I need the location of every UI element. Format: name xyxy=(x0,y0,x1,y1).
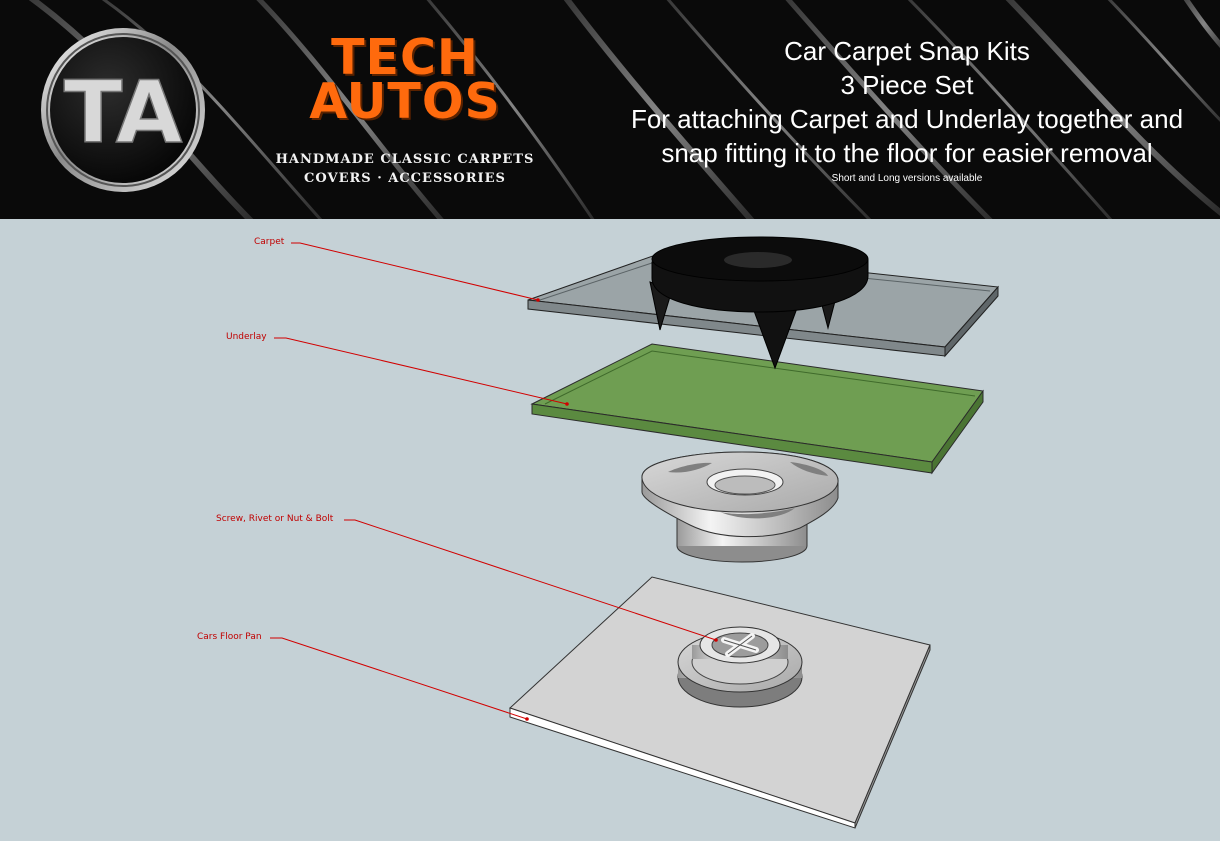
callout-lines xyxy=(270,242,717,720)
product-title-line3: For attaching Carpet and Underlay togeth… xyxy=(630,104,1184,134)
underlay-label: Underlay xyxy=(226,332,267,342)
screw-callout-line xyxy=(344,519,717,641)
brand-name-line1: TECH xyxy=(331,29,479,86)
product-title-block: Car Carpet Snap Kits 3 Piece Set For att… xyxy=(597,34,1217,186)
brand-name-line2: AUTOS xyxy=(309,73,501,130)
brand-tagline-line1: HANDMADE CLASSIC CARPETS xyxy=(275,152,535,167)
screw-rivet-base xyxy=(677,626,803,708)
brand-tagline-line2: COVERS · ACCESSORIES xyxy=(304,171,506,186)
receiver-stud xyxy=(641,451,839,563)
product-title-line2: 3 Piece Set xyxy=(840,70,974,100)
header-banner: TA TECH AUTOS HANDMADE CLASSIC CARPETS C… xyxy=(0,0,1220,219)
logo-monogram: TA xyxy=(64,63,183,163)
carpet-callout-line xyxy=(291,242,539,301)
background-streaks xyxy=(28,0,1220,219)
snap-stud xyxy=(649,236,869,370)
product-title-line1: Car Carpet Snap Kits xyxy=(784,36,1030,66)
floor-pan-label: Cars Floor Pan xyxy=(197,632,262,642)
underlay-callout-line xyxy=(274,337,568,405)
logo-badge: TA xyxy=(41,28,205,192)
product-title-line4: snap fitting it to the floor for easier … xyxy=(661,138,1153,168)
carpet-label: Carpet xyxy=(254,237,285,247)
underlay-layer xyxy=(530,343,984,475)
floor-pan-callout-line xyxy=(270,637,528,720)
screw-rivet-label: Screw, Rivet or Nut & Bolt xyxy=(216,514,334,524)
versions-note: Short and Long versions available xyxy=(831,173,983,184)
brand-block: TECH AUTOS HANDMADE CLASSIC CARPETS COVE… xyxy=(240,29,570,188)
callout-arrowheads xyxy=(525,298,718,721)
exploded-diagram xyxy=(270,236,1000,829)
